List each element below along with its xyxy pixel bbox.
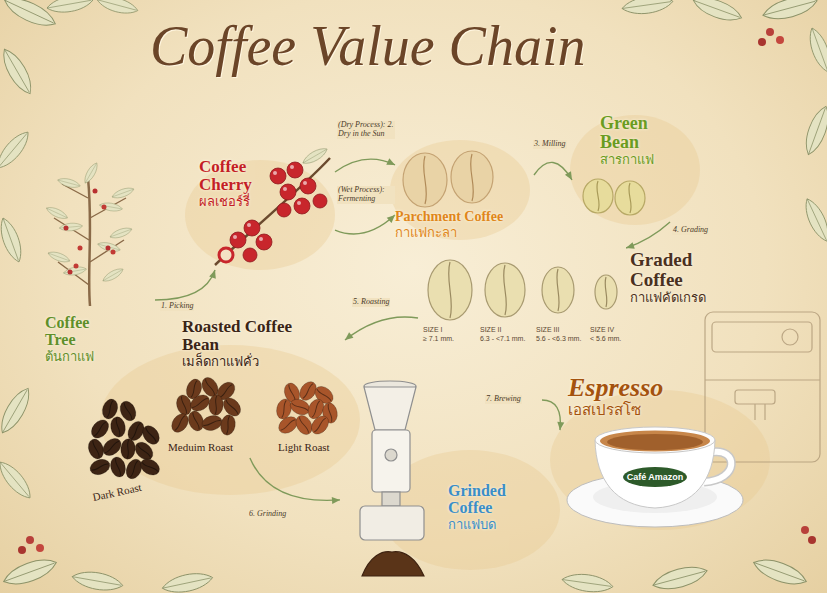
stage-name-thai: เมล็ดกาแฟคั่ว bbox=[182, 354, 302, 370]
arrow-head bbox=[565, 171, 572, 180]
coffee-tree-drawing bbox=[45, 161, 135, 306]
stage-node: Green Beanสารกาแฟ bbox=[572, 110, 692, 222]
connector-line bbox=[345, 317, 418, 340]
label-text: Dark Roast bbox=[91, 481, 142, 503]
connector bbox=[335, 215, 395, 234]
label-text: ≥ 7.1 mm. bbox=[423, 335, 454, 342]
connector bbox=[155, 270, 216, 300]
label-group: Coffee Treeต้นกาแฟ bbox=[45, 315, 120, 365]
graded-bean-drawing bbox=[428, 260, 617, 320]
label-text: Meduim Roast bbox=[168, 441, 233, 453]
label-group: Graded Coffeeกาแฟคัดเกรด bbox=[630, 250, 720, 306]
label-group: Coffee Cherryผลเชอร์รี่ bbox=[199, 158, 265, 210]
label-text: Café Amazon bbox=[625, 472, 685, 482]
step-label: 7. Brewing bbox=[485, 395, 522, 404]
stage-name: Graded Coffee bbox=[630, 250, 720, 290]
stage-name: Coffee Cherry bbox=[199, 158, 265, 194]
arrow-head bbox=[386, 158, 395, 165]
connector-line bbox=[542, 400, 560, 430]
label-text: < 5.6 mm. bbox=[590, 335, 621, 342]
stage-name: Roasted Coffee Bean bbox=[182, 318, 302, 354]
arrow-head bbox=[626, 242, 635, 249]
step-label: (Wet Process): Fermenting bbox=[337, 186, 395, 204]
stage-name: Grinded Coffee bbox=[448, 483, 538, 517]
dark-roast-pile bbox=[86, 397, 163, 481]
label-group: Roasted Coffee Beanเมล็ดกาแฟคั่ว bbox=[182, 318, 302, 370]
label-text: SIZE II bbox=[480, 326, 501, 333]
connector bbox=[335, 158, 395, 172]
connector bbox=[345, 317, 418, 340]
connector-line bbox=[250, 458, 340, 500]
espresso-cup-drawing bbox=[567, 427, 743, 527]
arrow-head bbox=[345, 332, 353, 340]
label-text: SIZE I bbox=[423, 326, 442, 333]
stage-node: Coffee Treeต้นกาแฟ bbox=[25, 165, 155, 375]
connector bbox=[250, 458, 340, 504]
stage-name: Coffee Tree bbox=[45, 315, 120, 349]
connector bbox=[534, 162, 572, 180]
stage-node: Coffee Cherryผลเชอร์รี่ bbox=[195, 150, 335, 270]
label-text: 6.3 - <7.1 mm. bbox=[480, 335, 525, 342]
stage-name-thai: กาแฟคัดเกรด bbox=[630, 290, 720, 306]
stage-name-thai: ผลเชอร์รี่ bbox=[199, 194, 265, 210]
label-text: SIZE III bbox=[536, 326, 559, 333]
stage-node: Graded Coffeeกาแฟคัดเกรด bbox=[418, 248, 724, 360]
connector-line bbox=[335, 215, 395, 234]
arrow-head bbox=[332, 497, 340, 504]
connector-line bbox=[335, 159, 395, 172]
label-group: Parchment Coffeeกาแฟกะลา bbox=[395, 210, 530, 241]
light-roast-pile bbox=[274, 379, 338, 438]
label-group: Grinded Coffeeกาแฟบด bbox=[448, 483, 538, 533]
stage-name: Parchment Coffee bbox=[395, 210, 530, 225]
stage-name-thai: กาแฟบด bbox=[448, 517, 538, 533]
connector-line bbox=[534, 162, 572, 180]
espresso-machine-sketch bbox=[705, 312, 820, 462]
label-group: Green Beanสารกาแฟ bbox=[600, 114, 664, 168]
step-label: 3. Milling bbox=[533, 140, 567, 149]
green-bean-drawing bbox=[583, 179, 645, 215]
connector bbox=[542, 400, 564, 430]
label-text: Light Roast bbox=[278, 441, 330, 453]
arrow-head bbox=[387, 215, 395, 223]
stage-name-thai: ต้นกาแฟ bbox=[45, 349, 120, 365]
parchment-coffee-drawing bbox=[403, 151, 493, 207]
step-label: 1. Picking bbox=[160, 302, 194, 311]
stage-node: Roasted Coffee Beanเมล็ดกาแฟคั่ว bbox=[160, 318, 345, 458]
stage-node: Grinded Coffeeกาแฟบด bbox=[340, 378, 542, 585]
step-label: 5. Roasting bbox=[352, 298, 390, 307]
label-text: 5.6 - <6.3 mm. bbox=[536, 335, 581, 342]
connector-line bbox=[155, 270, 215, 300]
stage-node: Espressoเอสเปรสโซ bbox=[560, 370, 757, 535]
background-glow bbox=[100, 115, 770, 570]
step-label: (Dry Process): 2. Dry in the Sun bbox=[337, 121, 395, 139]
grinder-drawing bbox=[360, 381, 424, 576]
stage-name: Green Bean bbox=[600, 114, 664, 152]
arrow-head bbox=[557, 422, 564, 430]
stage-name-thai: สารกาแฟ bbox=[600, 152, 664, 168]
label-group: Espressoเอสเปรสโซ bbox=[568, 374, 753, 420]
stage-name-thai: เอสเปรสโซ bbox=[568, 401, 753, 420]
stage-node: Parchment Coffeeกาแฟกะลา bbox=[395, 140, 534, 250]
step-label: 6. Grinding bbox=[248, 510, 287, 519]
medium-roast-pile bbox=[168, 375, 244, 437]
label-text: SIZE IV bbox=[590, 326, 614, 333]
diagram-title: Coffee Value Chain bbox=[150, 14, 586, 78]
stage-name: Espresso bbox=[568, 374, 753, 401]
stage-name-thai: กาแฟกะลา bbox=[395, 225, 530, 241]
connector-line bbox=[626, 222, 670, 248]
step-label: 4. Grading bbox=[672, 226, 709, 235]
connector bbox=[626, 222, 670, 249]
arrow-head bbox=[209, 270, 216, 279]
